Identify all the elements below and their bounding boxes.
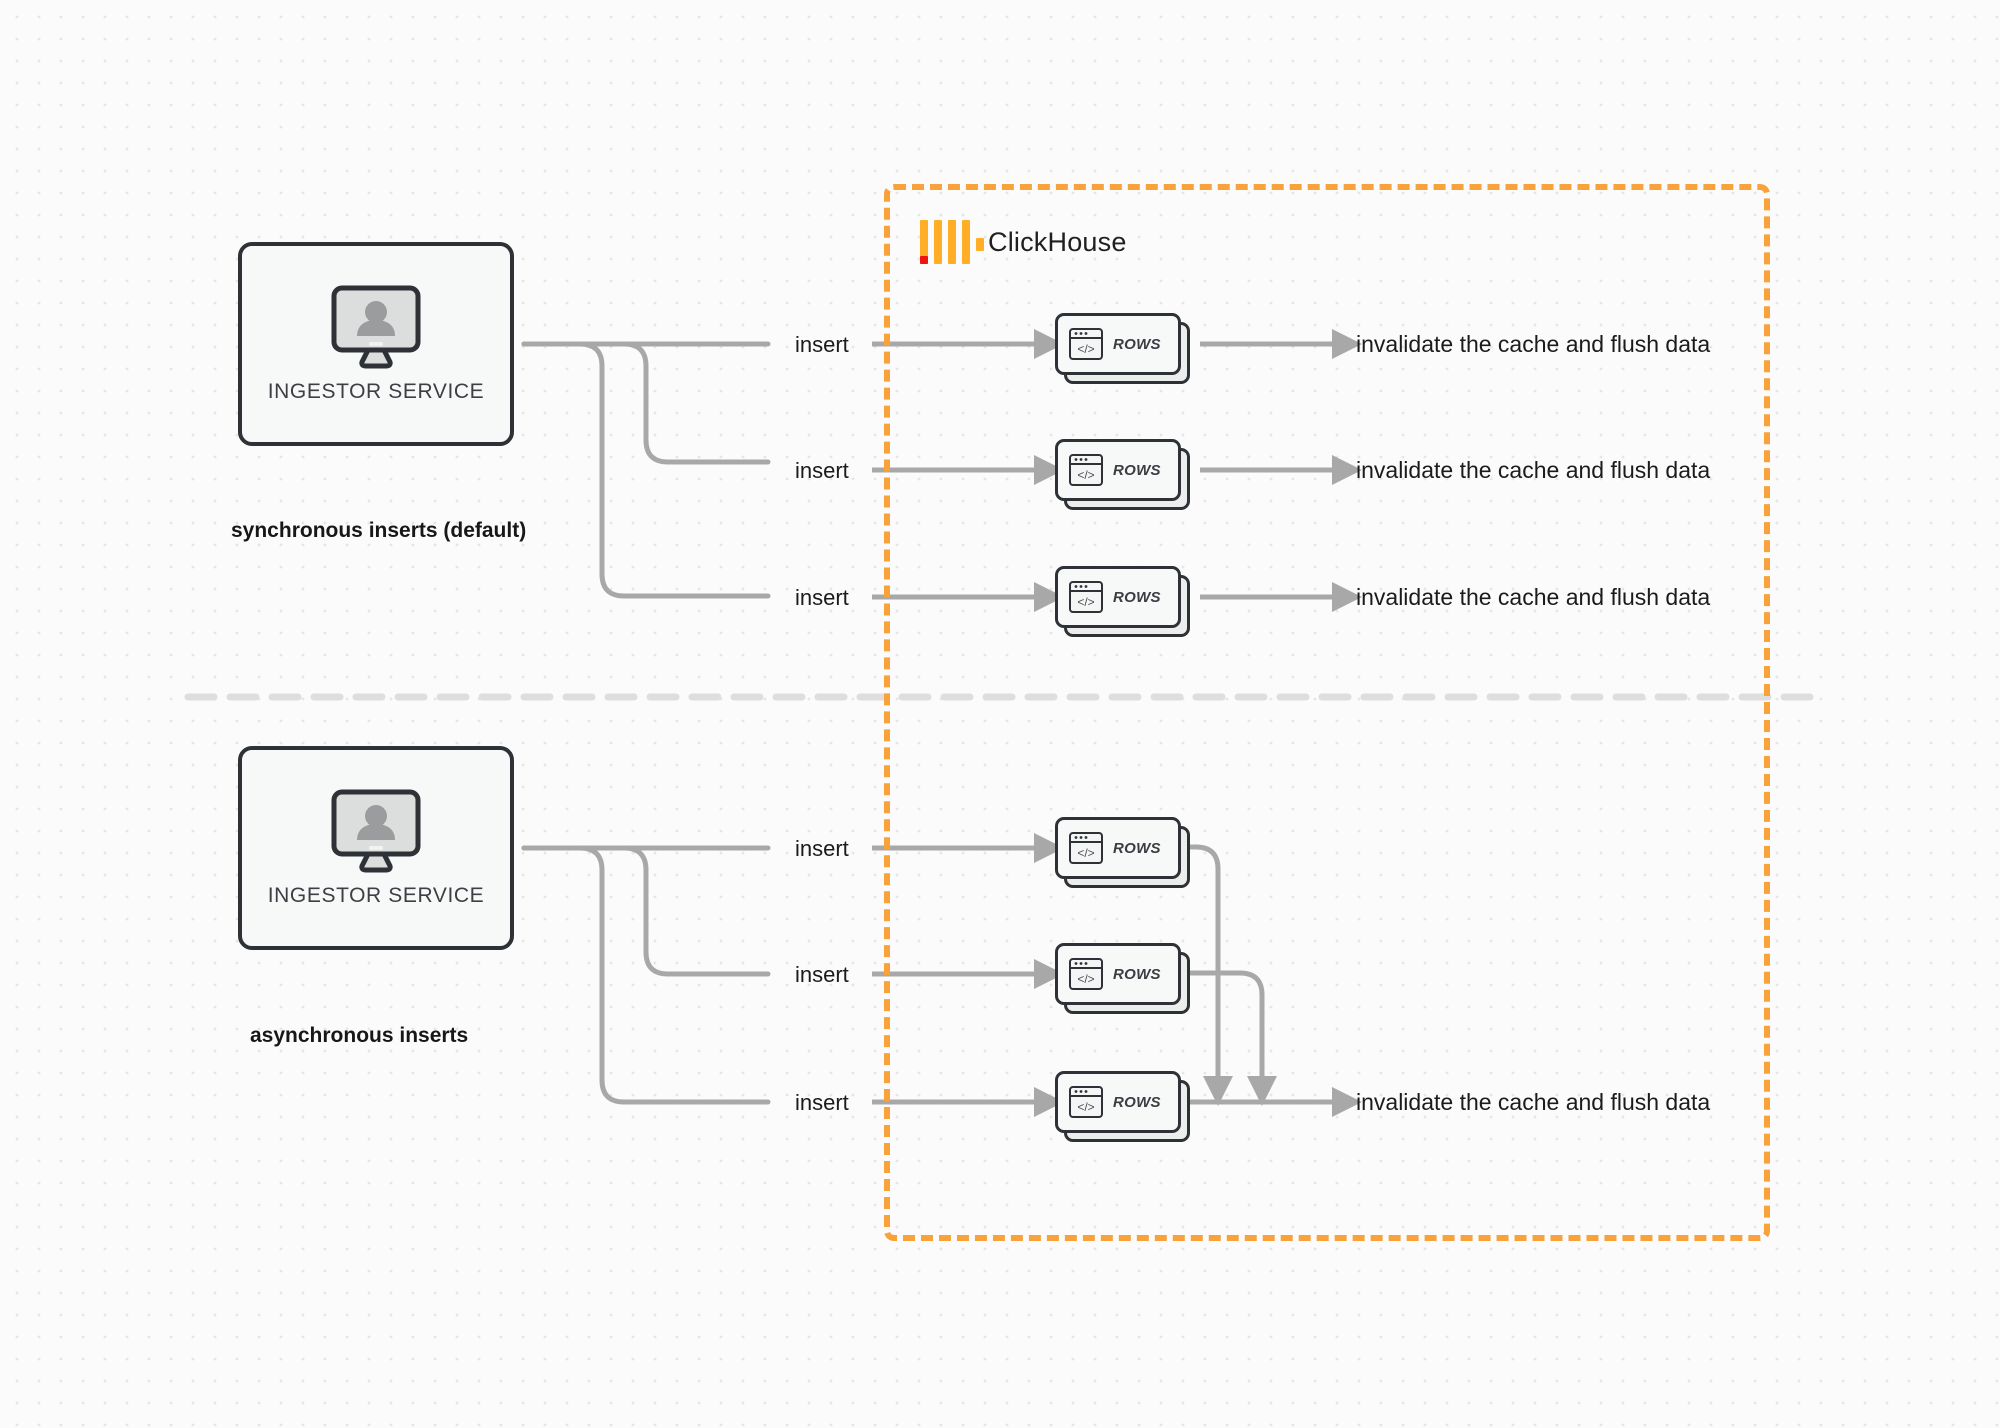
insert-label-async-2: insert: [795, 962, 849, 987]
outcome-label-sync-1: invalidate the cache and flush data: [1356, 331, 1711, 357]
rows-card-front: </> ROWS: [1055, 313, 1181, 375]
rows-card-sync-1[interactable]: </> ROWS: [1055, 313, 1190, 384]
clickhouse-brand: ClickHouse: [920, 216, 1127, 268]
code-window-icon: </>: [1069, 958, 1103, 990]
code-window-icon: </>: [1069, 454, 1103, 486]
sidebar-item-ingestor-service-sync[interactable]: INGESTOR SERVICE: [238, 242, 514, 446]
outcome-label-async: invalidate the cache and flush data: [1356, 1089, 1711, 1115]
rows-card-sync-3[interactable]: </> ROWS: [1055, 566, 1190, 637]
rows-card-async-3[interactable]: </> ROWS: [1055, 1071, 1190, 1142]
code-window-icon: </>: [1069, 832, 1103, 864]
caption-synchronous: synchronous inserts (default): [231, 519, 527, 542]
insert-label-async-1: insert: [795, 836, 849, 861]
outcome-label-sync-2: invalidate the cache and flush data: [1356, 457, 1711, 483]
rows-card-async-1[interactable]: </> ROWS: [1055, 817, 1190, 888]
sidebar-item-ingestor-service-async[interactable]: INGESTOR SERVICE: [238, 746, 514, 950]
rows-card-label: ROWS: [1113, 839, 1161, 857]
code-window-icon: </>: [1069, 328, 1103, 360]
ingestor-service-label: INGESTOR SERVICE: [267, 380, 485, 403]
rows-card-front: </> ROWS: [1055, 566, 1181, 628]
sync-branch-wires: [521, 341, 771, 599]
rows-card-label: ROWS: [1113, 335, 1161, 353]
rows-card-label: ROWS: [1113, 588, 1161, 606]
insert-label-sync-2: insert: [795, 458, 849, 483]
monitor-user-icon: [331, 789, 421, 873]
clickhouse-boundary: [884, 184, 1770, 1241]
svg-text:</>: </>: [1077, 846, 1094, 860]
insert-label-sync-3: insert: [795, 585, 849, 610]
rows-card-front: </> ROWS: [1055, 1071, 1181, 1133]
rows-card-front: </> ROWS: [1055, 817, 1181, 879]
clickhouse-logo-icon: [920, 216, 984, 268]
svg-text:</>: </>: [1077, 1100, 1094, 1114]
monitor-user-icon: [331, 285, 421, 369]
async-branch-wires: [521, 845, 771, 1105]
insert-label-async-3: insert: [795, 1090, 849, 1115]
code-window-icon: </>: [1069, 581, 1103, 613]
caption-asynchronous: asynchronous inserts: [250, 1024, 469, 1047]
rows-card-sync-2[interactable]: </> ROWS: [1055, 439, 1190, 510]
rows-card-label: ROWS: [1113, 965, 1161, 983]
rows-card-label: ROWS: [1113, 461, 1161, 479]
ingestor-service-label: INGESTOR SERVICE: [267, 884, 485, 907]
svg-text:</>: </>: [1077, 342, 1094, 356]
code-window-icon: </>: [1069, 1086, 1103, 1118]
rows-card-front: </> ROWS: [1055, 943, 1181, 1005]
rows-card-front: </> ROWS: [1055, 439, 1181, 501]
rows-card-label: ROWS: [1113, 1093, 1161, 1111]
rows-card-async-2[interactable]: </> ROWS: [1055, 943, 1190, 1014]
svg-text:</>: </>: [1077, 468, 1094, 482]
clickhouse-name: ClickHouse: [988, 226, 1127, 257]
svg-text:</>: </>: [1077, 972, 1094, 986]
insert-label-sync-1: insert: [795, 332, 849, 357]
svg-text:</>: </>: [1077, 595, 1094, 609]
outcome-label-sync-3: invalidate the cache and flush data: [1356, 584, 1711, 610]
